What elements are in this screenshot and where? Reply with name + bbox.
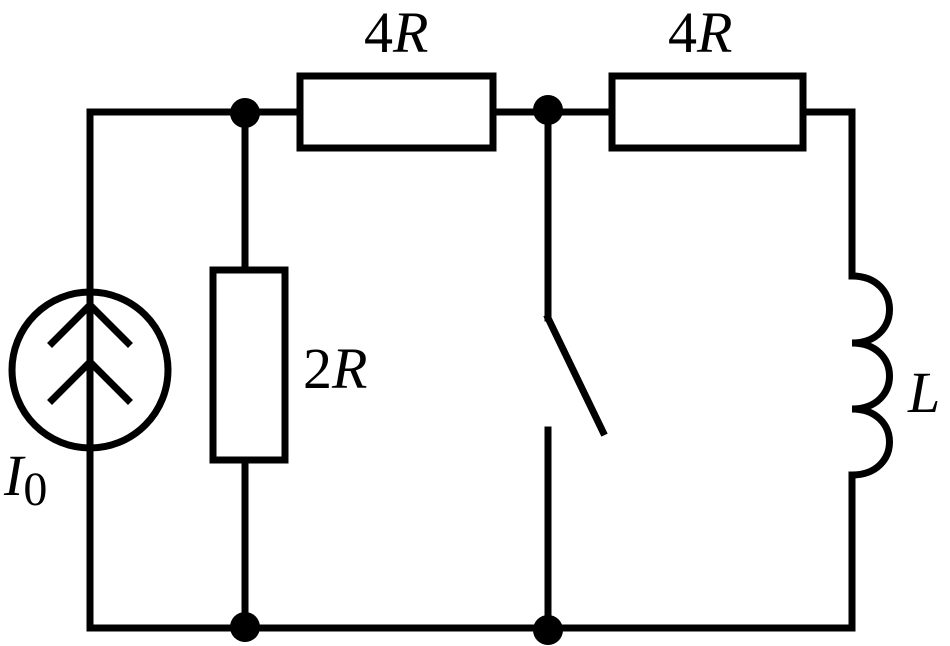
label-resistor-top-left: 4R [364,0,428,65]
switch-blade [543,313,608,437]
label-current-source: I0 [3,443,47,516]
resistor-top-right [608,72,807,152]
wire-bottom [86,452,856,632]
wire-right-top [799,108,856,280]
resistor-vertical [209,266,289,464]
current-source [8,281,172,460]
junction-top-left [230,98,260,128]
wire-left-top [86,108,304,289]
label-resistor-top-right: 4R [668,0,732,65]
resistor-top-left [296,72,497,152]
arrow-up-icon-inner [47,357,133,405]
junctions [230,95,563,645]
label-inductor: L [907,360,940,425]
junction-top-mid [533,95,563,125]
junction-bottom-mid [533,615,563,645]
wires [86,108,856,632]
label-resistor-vertical: 2R [303,336,367,401]
junction-bottom-left [230,612,260,642]
inductor-coil [848,272,893,479]
arrow-up-icon [47,300,133,348]
